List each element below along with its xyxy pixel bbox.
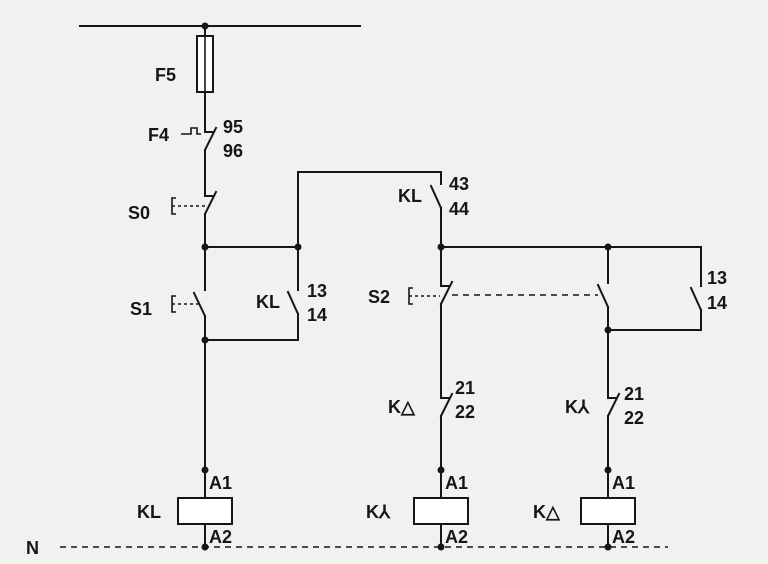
terminal-a2	[604, 543, 612, 551]
hold-contact-kl	[204, 246, 300, 341]
label-s0: S0	[128, 203, 150, 223]
label-95: 95	[223, 117, 243, 137]
label-s1: S1	[130, 299, 152, 319]
label-43: 43	[449, 174, 469, 194]
label-kl-aux: KL	[398, 186, 422, 206]
label-s2: S2	[368, 287, 390, 307]
coil-kstar	[413, 497, 469, 525]
label-f4: F4	[148, 125, 169, 145]
label-a1: A1	[445, 473, 468, 493]
terminal-a1	[604, 466, 612, 474]
label-kl-hold: KL	[256, 292, 280, 312]
label-96: 96	[223, 141, 243, 161]
label-a2: A2	[445, 527, 468, 547]
interlock-contact-kstar	[606, 392, 621, 499]
terminal-a1	[437, 466, 445, 474]
label-14: 14	[307, 305, 327, 325]
label-22-a: 22	[455, 402, 475, 422]
coil-kl	[177, 497, 233, 525]
parallel-contact-13-14	[607, 246, 703, 331]
label-21-b: 21	[624, 384, 644, 404]
terminal-a2	[437, 543, 445, 551]
label-13-right: 13	[707, 268, 727, 288]
label-22-b: 22	[624, 408, 644, 428]
label-21-a: 21	[455, 378, 475, 398]
label-a2: A2	[612, 527, 635, 547]
interlock-contact-kdelta	[439, 392, 454, 499]
label-13: 13	[307, 281, 327, 301]
label-a1: A1	[612, 473, 635, 493]
junction	[604, 326, 612, 334]
label-44: 44	[449, 199, 469, 219]
start-button-s1	[171, 285, 207, 471]
label-a1: A1	[209, 473, 232, 493]
label-coil-kdelta: K△	[533, 502, 561, 522]
overload-contact-f4	[181, 121, 218, 189]
label-14-right: 14	[707, 293, 727, 313]
switch-button-s2	[408, 246, 610, 399]
label-coil-kl: KL	[137, 502, 161, 522]
stop-button-s0	[171, 187, 218, 216]
terminal-a1	[201, 466, 209, 474]
coil-kdelta	[580, 497, 636, 525]
label-neutral: N	[26, 538, 39, 558]
label-kstar-interlock: K⅄	[565, 397, 590, 417]
label-a2: A2	[209, 527, 232, 547]
thermal-actuator-symbol	[181, 127, 201, 135]
label-coil-kstar: K⅄	[366, 502, 391, 522]
junction	[201, 336, 209, 344]
label-kdelta-interlock: K△	[388, 397, 416, 417]
label-f5: F5	[155, 65, 176, 85]
aux-contact-kl-43-44	[429, 171, 443, 287]
